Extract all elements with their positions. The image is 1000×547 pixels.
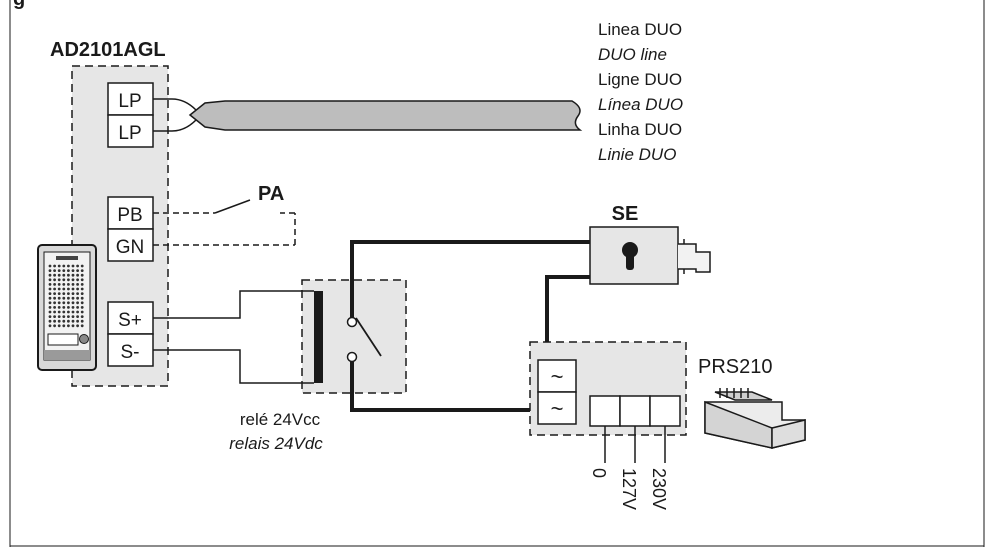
- ac-terminal-top-symbol: ~: [551, 364, 564, 389]
- terminal-gn-label: GN: [116, 237, 145, 258]
- entry-panel-model-label: AD2101AGL: [50, 39, 166, 61]
- terminal-pb-label: PB: [117, 205, 142, 226]
- terminal-s-plus-label: S+: [118, 310, 142, 331]
- lock-label: SE: [612, 203, 639, 225]
- door-entry-panel-icon: [37, 244, 97, 371]
- ac-terminal-bottom: [537, 391, 577, 425]
- duo-line-cable: [153, 98, 583, 132]
- terminal-gn: [107, 228, 154, 262]
- duo-line-labels: Linea DUO DUO line Ligne DUO Línea DUO L…: [598, 20, 683, 164]
- duo-label-fr: Ligne DUO: [598, 70, 682, 89]
- mains-label-0: 0: [589, 468, 609, 478]
- relay-coil-wires: [153, 290, 314, 384]
- relay-label-fr: relais 24Vdc: [229, 434, 323, 453]
- ac-terminal-bottom-symbol: ~: [551, 396, 564, 421]
- duo-label-pt: Linha DUO: [598, 120, 682, 139]
- power-supply-model-label: PRS210: [698, 356, 773, 378]
- mains-label-127: 127V: [619, 468, 639, 510]
- terminal-s-minus: [107, 333, 154, 367]
- electric-lock-icon: [589, 226, 711, 285]
- mains-label-230: 230V: [649, 468, 669, 510]
- mains-terminal-127: [619, 395, 651, 427]
- mains-wires: [604, 426, 666, 463]
- duo-label-es: Línea DUO: [598, 95, 683, 114]
- terminal-lp-bottom-label: LP: [118, 123, 141, 144]
- terminal-s-plus: [107, 301, 154, 335]
- duo-label-en: DUO line: [598, 45, 667, 64]
- mains-terminal-230: [649, 395, 681, 427]
- push-button-wiring: [153, 199, 296, 246]
- terminal-s-minus-label: S-: [121, 342, 140, 363]
- duo-label-it: Linea DUO: [598, 20, 682, 39]
- duo-label-de: Linie DUO: [598, 145, 676, 164]
- mains-terminal-0: [589, 395, 621, 427]
- relay-label-it: relé 24Vcc: [240, 410, 321, 429]
- partial-heading: g: [13, 0, 25, 10]
- din-rail-power-supply-icon: [704, 388, 806, 449]
- relay-coil: [314, 291, 323, 383]
- push-button-label: PA: [258, 183, 284, 205]
- terminal-lp-top-label: LP: [118, 91, 141, 112]
